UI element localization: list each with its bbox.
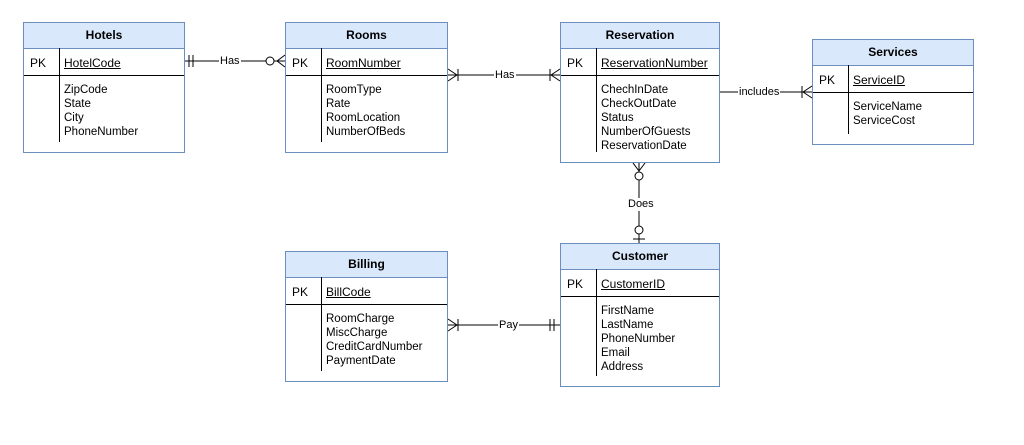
column-divider [321, 48, 322, 142]
entity-title: Services [813, 40, 973, 66]
attribute: CheckOutDate [601, 98, 677, 110]
attribute: NumberOfBeds [326, 126, 406, 138]
pk-label: PK [567, 56, 584, 70]
attribute: PaymentDate [326, 355, 396, 367]
primary-key-row: PK BillCode [286, 278, 447, 305]
attribute-list: RoomType Rate RoomLocation NumberOfBeds [326, 83, 405, 139]
entity-rooms[interactable]: Rooms PK RoomNumber RoomType Rate RoomLo… [285, 22, 448, 153]
relationship-label-rooms-reservation: Has [494, 69, 516, 82]
attribute: PhoneNumber [601, 333, 676, 345]
primary-key-field: ServiceID [853, 73, 906, 87]
attribute: RoomType [326, 84, 382, 96]
attribute: RoomLocation [326, 112, 401, 124]
primary-key-row: PK CustomerID [561, 270, 719, 297]
primary-key-field: HotelCode [64, 56, 121, 70]
attribute: MiscCharge [326, 327, 388, 339]
entity-reservation[interactable]: Reservation PK ReservationNumber ChechIn… [560, 22, 720, 163]
attribute: ServiceName [853, 101, 923, 113]
relationship-label-billing-customer: Pay [498, 319, 519, 332]
column-divider [59, 48, 60, 142]
relationship-label-reservation-services: includes [738, 86, 781, 99]
entity-hotels[interactable]: Hotels PK HotelCode ZipCode State City P… [23, 22, 185, 153]
attribute: City [64, 112, 84, 124]
attribute: Address [601, 361, 644, 373]
attribute: ZipCode [64, 84, 108, 96]
attribute-list: FirstName LastName PhoneNumber Email Add… [601, 304, 675, 374]
pk-label: PK [819, 73, 836, 87]
entity-title: Rooms [286, 23, 447, 49]
attribute: Rate [326, 98, 351, 110]
attribute: LastName [601, 319, 654, 331]
attribute: Email [601, 347, 630, 359]
primary-key-field: BillCode [326, 285, 371, 299]
entity-billing[interactable]: Billing PK BillCode RoomCharge MiscCharg… [285, 251, 448, 382]
attribute: ReservationDate [601, 140, 687, 152]
attribute: RoomCharge [326, 313, 395, 325]
attribute: PhoneNumber [64, 126, 139, 138]
primary-key-field: ReservationNumber [601, 56, 708, 70]
pk-label: PK [567, 277, 584, 291]
relationship-label-hotels-rooms: Has [219, 55, 241, 68]
column-divider [596, 48, 597, 152]
attribute: Status [601, 112, 634, 124]
attribute: NumberOfGuests [601, 126, 691, 138]
attribute: CreditCardNumber [326, 341, 423, 353]
attribute: ChechInDate [601, 84, 669, 96]
pk-label: PK [292, 285, 309, 299]
entity-title: Reservation [561, 23, 719, 49]
entity-services[interactable]: Services PK ServiceID ServiceName Servic… [812, 39, 974, 145]
entity-customer[interactable]: Customer PK CustomerID FirstName LastNam… [560, 243, 720, 387]
primary-key-row: PK RoomNumber [286, 49, 447, 76]
entity-title: Billing [286, 252, 447, 278]
entity-title: Customer [561, 244, 719, 270]
primary-key-row: PK ReservationNumber [561, 49, 719, 76]
relationship-label-reservation-customer: Does [627, 198, 655, 211]
primary-key-field: CustomerID [601, 277, 666, 291]
attribute: State [64, 98, 91, 110]
entity-title: Hotels [24, 23, 184, 49]
pk-label: PK [30, 56, 47, 70]
pk-label: PK [292, 56, 309, 70]
attribute: ServiceCost [853, 115, 915, 127]
attribute-list: RoomCharge MiscCharge CreditCardNumber P… [326, 312, 423, 368]
attribute-list: ServiceName ServiceCost [853, 100, 922, 128]
column-divider [848, 65, 849, 134]
primary-key-field: RoomNumber [326, 56, 401, 70]
attribute-list: ZipCode State City PhoneNumber [64, 83, 138, 139]
column-divider [321, 277, 322, 371]
attribute: FirstName [601, 305, 655, 317]
column-divider [596, 269, 597, 376]
attribute-list: ChechInDate CheckOutDate Status NumberOf… [601, 83, 690, 153]
primary-key-row: PK ServiceID [813, 66, 973, 93]
primary-key-row: PK HotelCode [24, 49, 184, 76]
